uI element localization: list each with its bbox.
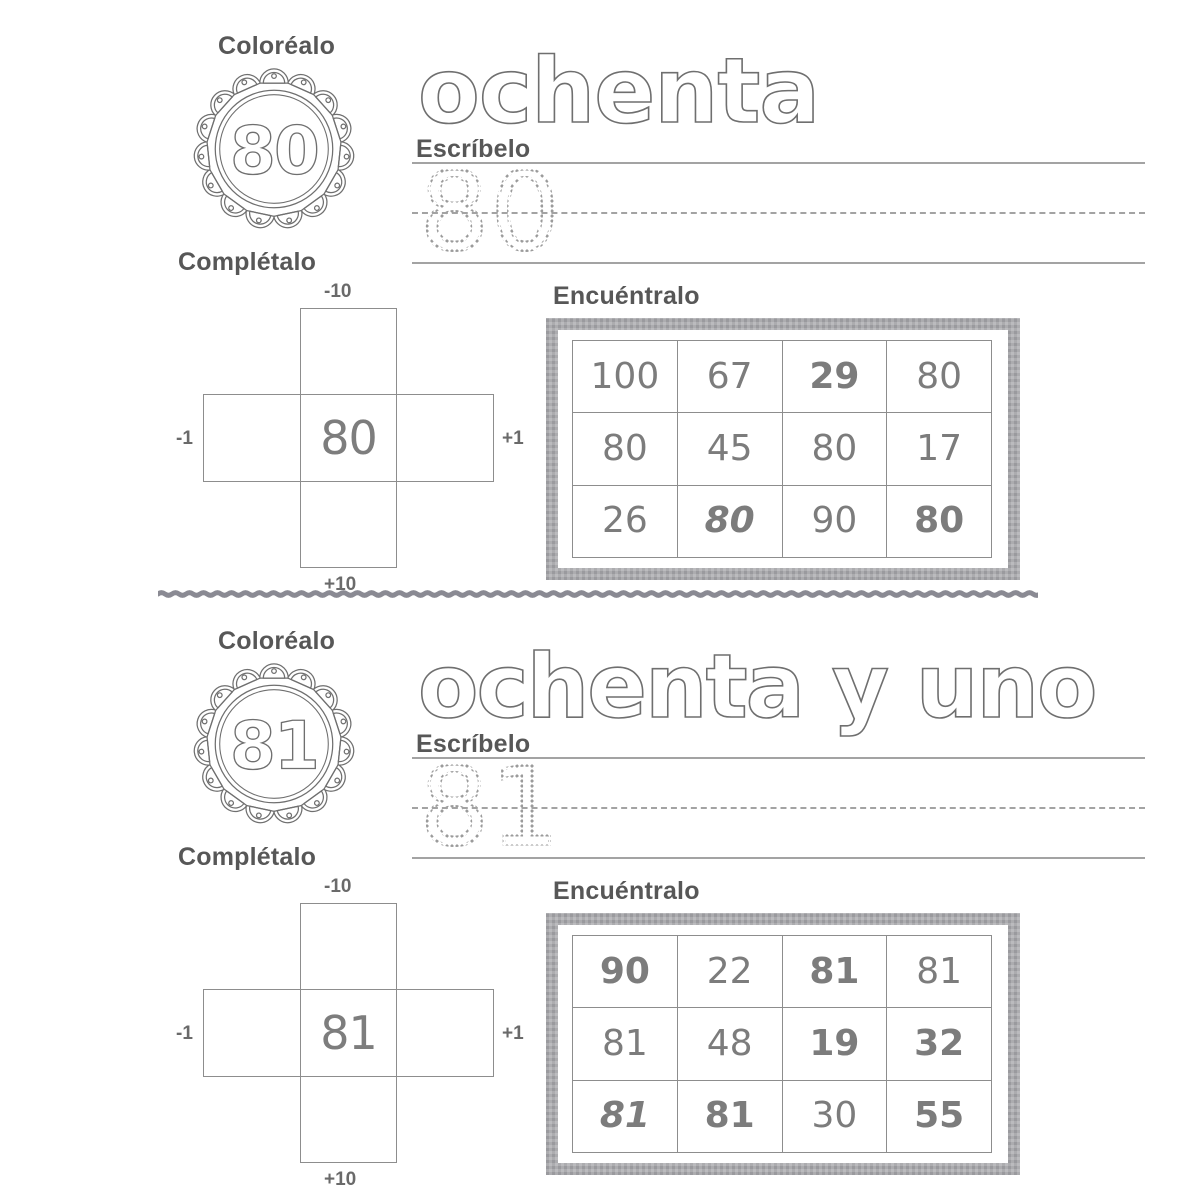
number-cell[interactable]: 48 bbox=[676, 1007, 783, 1081]
cross-center-number: 80 bbox=[320, 411, 378, 465]
number-cell[interactable]: 80 bbox=[886, 339, 992, 414]
rough-frame-border bbox=[546, 318, 1020, 580]
cross-operator-minus-ten: -10 bbox=[324, 876, 352, 897]
cross-cell-bottom[interactable] bbox=[300, 481, 397, 568]
cross-operator-minus-ten: -10 bbox=[324, 281, 352, 302]
number-cell[interactable]: 67 bbox=[676, 339, 783, 414]
number-cell[interactable]: 81 bbox=[572, 1007, 678, 1081]
label-encuentralo: Encuéntralo bbox=[553, 282, 700, 310]
cross-operator-minus-one: -1 bbox=[176, 428, 193, 449]
flower-badge-icon: 80 bbox=[193, 68, 355, 229]
cross-operator-plus-one: +1 bbox=[502, 428, 524, 449]
cross-operator-plus-one: +1 bbox=[502, 1023, 524, 1044]
number-cell[interactable]: 30 bbox=[781, 1079, 888, 1154]
writing-line-middle-dashed bbox=[412, 212, 1145, 214]
rough-frame-border bbox=[546, 913, 1020, 1175]
handwriting-practice-area[interactable]: 81 bbox=[412, 747, 1145, 868]
label-colorealo: Coloréalo bbox=[218, 32, 336, 60]
label-completalo: Complétalo bbox=[178, 248, 317, 276]
writing-line-middle-dashed bbox=[412, 807, 1145, 809]
label-escribelo: Escríbelo bbox=[416, 135, 531, 163]
number-cell[interactable]: 17 bbox=[886, 412, 992, 486]
trace-number-dotted: 80 bbox=[418, 150, 562, 275]
number-cell[interactable]: 80 bbox=[676, 484, 783, 559]
writing-line-bottom bbox=[412, 857, 1145, 859]
cross-operator-plus-ten: +10 bbox=[324, 574, 357, 595]
worksheet-section-ochenta: Coloréalo 80 Complétalo ochenta Escríbel… bbox=[0, 10, 1190, 595]
label-encuentralo: Encuéntralo bbox=[553, 877, 700, 905]
number-cell[interactable]: 80 bbox=[781, 412, 888, 486]
cross-cell-right[interactable] bbox=[396, 989, 494, 1077]
number-cell[interactable]: 80 bbox=[572, 412, 678, 486]
completalo-cross: 80 -10 +10 -1 +1 bbox=[176, 281, 524, 595]
medallion-badge-81[interactable]: 81 bbox=[185, 655, 363, 833]
writing-line-top bbox=[412, 757, 1145, 759]
cross-cell-left[interactable] bbox=[203, 989, 301, 1077]
label-completalo: Complétalo bbox=[178, 843, 317, 871]
number-cell[interactable]: 81 bbox=[572, 1079, 678, 1154]
number-cell[interactable]: 90 bbox=[781, 484, 888, 559]
worksheet-section-ochenta-y-uno: Coloréalo 81 Complétalo ochenta y uno Es… bbox=[0, 605, 1190, 1190]
completalo-cross: 81 -10 +10 -1 +1 bbox=[176, 876, 524, 1190]
number-cell[interactable]: 90 bbox=[572, 934, 678, 1009]
cross-center-number: 81 bbox=[320, 1006, 378, 1060]
cross-cell-top[interactable] bbox=[300, 903, 397, 990]
medallion-number: 80 bbox=[230, 112, 318, 189]
number-cell[interactable]: 81 bbox=[676, 1079, 783, 1154]
flower-badge-icon: 81 bbox=[193, 663, 355, 824]
number-cell[interactable]: 80 bbox=[886, 484, 992, 559]
medallion-badge-80[interactable]: 80 bbox=[185, 60, 363, 238]
cross-cell-center bbox=[300, 989, 397, 1077]
cross-cell-top[interactable] bbox=[300, 308, 397, 395]
number-cell[interactable]: 81 bbox=[781, 934, 888, 1009]
number-word-title-wrap: ochenta bbox=[417, 38, 821, 146]
cross-cell-left[interactable] bbox=[203, 394, 301, 482]
number-cell[interactable]: 29 bbox=[781, 339, 888, 414]
cross-operator-minus-one: -1 bbox=[176, 1023, 193, 1044]
writing-line-top bbox=[412, 162, 1145, 164]
number-word-title-wrap: ochenta y uno bbox=[417, 633, 1098, 741]
medallion-number: 81 bbox=[230, 707, 318, 784]
cross-operator-plus-ten: +10 bbox=[324, 1169, 357, 1190]
section-divider bbox=[158, 586, 1038, 602]
number-cell[interactable]: 26 bbox=[572, 484, 678, 559]
number-cell[interactable]: 100 bbox=[572, 339, 678, 414]
number-cell[interactable]: 32 bbox=[886, 1007, 992, 1081]
number-cell[interactable]: 81 bbox=[886, 934, 992, 1009]
handwriting-practice-area[interactable]: 80 bbox=[412, 152, 1145, 273]
number-cell[interactable]: 22 bbox=[676, 934, 783, 1009]
number-cell[interactable]: 19 bbox=[781, 1007, 888, 1081]
wavy-line-icon bbox=[158, 590, 1038, 598]
label-colorealo: Coloréalo bbox=[218, 627, 336, 655]
number-cell[interactable]: 45 bbox=[676, 412, 783, 486]
number-word-title: ochenta bbox=[417, 39, 821, 144]
trace-number-dotted: 81 bbox=[418, 745, 562, 870]
cross-cell-bottom[interactable] bbox=[300, 1076, 397, 1163]
number-cell[interactable]: 55 bbox=[886, 1079, 992, 1154]
label-escribelo: Escríbelo bbox=[416, 730, 531, 758]
cross-cell-right[interactable] bbox=[396, 394, 494, 482]
writing-line-bottom bbox=[412, 262, 1145, 264]
number-word-title: ochenta y uno bbox=[417, 635, 1098, 738]
cross-cell-center bbox=[300, 394, 397, 482]
